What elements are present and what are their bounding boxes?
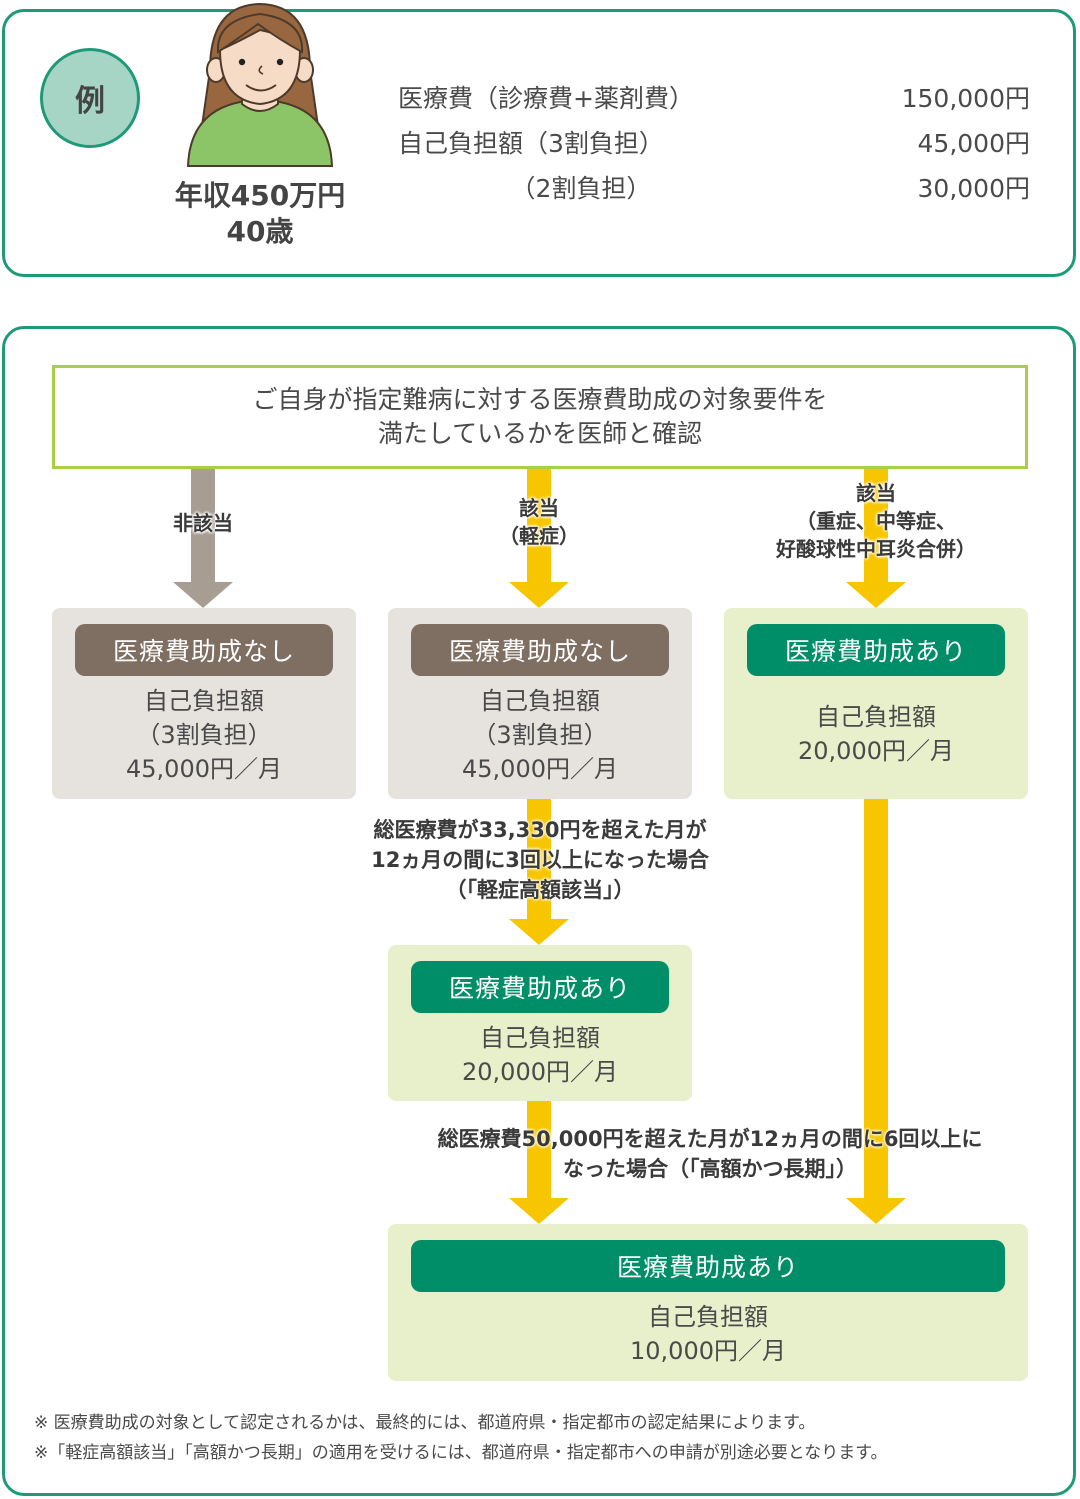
woman-avatar-icon bbox=[186, 2, 334, 167]
footnote: ※ 医療費助成の対象として認定されるかは、最終的には、都道府県・指定都市の認定結… bbox=[34, 1413, 816, 1433]
cost-row: 医療費（診療費+薬剤費） 150,000円 bbox=[398, 76, 1038, 121]
arrow-head-not-applicable bbox=[173, 582, 233, 608]
start-text-line2: 満たしているかを医師と確認 bbox=[377, 419, 703, 448]
cost-value: 30,000円 bbox=[917, 174, 1030, 203]
arrow-shaft-not-applicable bbox=[191, 469, 215, 585]
branch-label-mild: 該当 （軽症） bbox=[499, 496, 579, 548]
start-box: ご自身が指定難病に対する医療費助成の対象要件を 満たしているかを医師と確認 bbox=[52, 365, 1028, 469]
result-box-severe-subsidy: 医療費助成あり 自己負担額 20,000円／月 bbox=[724, 608, 1028, 799]
arrow-shaft-severe bbox=[864, 469, 888, 585]
condition-high-long-term: 総医療費50,000円を超えた月が12ヵ月の間に6回以上に なった場合（「高額か… bbox=[437, 1127, 983, 1181]
cost-value: 150,000円 bbox=[901, 84, 1030, 113]
no-subsidy-badge: 医療費助成なし bbox=[411, 624, 669, 676]
arrow-shaft-longterm-right bbox=[864, 798, 888, 1200]
subsidy-badge: 医療費助成あり bbox=[747, 624, 1005, 676]
annual-income: 年収450万円 bbox=[174, 179, 346, 212]
result-box-mild-no-subsidy: 医療費助成なし 自己負担額 （3割負担） 45,000円／月 bbox=[388, 608, 692, 799]
cost-table: 医療費（診療費+薬剤費） 150,000円 自己負担額（3割負担） 45,000… bbox=[398, 76, 1038, 211]
arrow-head-mild bbox=[509, 582, 569, 608]
arrow-shaft-mild-high bbox=[527, 798, 551, 922]
result-box-mild-high-subsidy: 医療費助成あり 自己負担額 20,000円／月 bbox=[388, 945, 692, 1101]
branch-label-not-applicable: 非該当 bbox=[173, 511, 233, 535]
branch-label-severe: 該当 （重症、中等症、 好酸球性中耳炎合併） bbox=[776, 481, 976, 561]
cost-label: 自己負担額（3割負担） bbox=[398, 129, 664, 158]
cost-row: （2割負担） 30,000円 bbox=[398, 166, 1038, 211]
no-subsidy-badge: 医療費助成なし bbox=[75, 624, 333, 676]
result-body: 自己負担額 （3割負担） 45,000円／月 bbox=[126, 687, 282, 783]
example-badge: 例 bbox=[40, 48, 140, 148]
result-body: 自己負担額 （3割負担） 45,000円／月 bbox=[462, 687, 618, 783]
arrow-shaft-longterm-left bbox=[527, 1100, 551, 1200]
start-text-line1: ご自身が指定難病に対する医療費助成の対象要件を bbox=[252, 385, 828, 414]
arrow-head-longterm-right bbox=[846, 1198, 906, 1224]
arrow-head-mild-high bbox=[509, 919, 569, 945]
footnotes: ※ 医療費助成の対象として認定されるかは、最終的には、都道府県・指定都市の認定結… bbox=[34, 1408, 1064, 1468]
result-box-no-subsidy: 医療費助成なし 自己負担額 （3割負担） 45,000円／月 bbox=[52, 608, 356, 799]
arrow-head-longterm-left bbox=[509, 1198, 569, 1224]
result-body: 自己負担額 20,000円／月 bbox=[798, 703, 954, 765]
cost-label: 医療費（診療費+薬剤費） bbox=[398, 84, 694, 113]
result-body: 自己負担額 20,000円／月 bbox=[462, 1024, 618, 1086]
result-body: 自己負担額 10,000円／月 bbox=[630, 1303, 786, 1365]
person-profile: 年収450万円 40歳 bbox=[140, 178, 380, 250]
cost-value: 45,000円 bbox=[917, 129, 1030, 158]
cost-row: 自己負担額（3割負担） 45,000円 bbox=[398, 121, 1038, 166]
age: 40歳 bbox=[226, 215, 294, 248]
condition-mild-high-cost: 総医療費が33,330円を超えた月が 12ヵ月の間に3回以上になった場合 （「軽… bbox=[371, 818, 709, 902]
example-card bbox=[2, 9, 1076, 277]
cost-label: （2割負担） bbox=[398, 174, 652, 203]
subsidy-badge: 医療費助成あり bbox=[411, 1240, 1005, 1292]
arrow-shaft-mild bbox=[527, 469, 551, 585]
footnote: ※「軽症高額該当」「高額かつ長期」の適用を受けるには、都道府県・指定都市への申請… bbox=[34, 1443, 888, 1463]
arrow-head-severe bbox=[846, 582, 906, 608]
result-box-long-term-subsidy: 医療費助成あり 自己負担額 10,000円／月 bbox=[388, 1224, 1028, 1381]
subsidy-badge: 医療費助成あり bbox=[411, 961, 669, 1013]
